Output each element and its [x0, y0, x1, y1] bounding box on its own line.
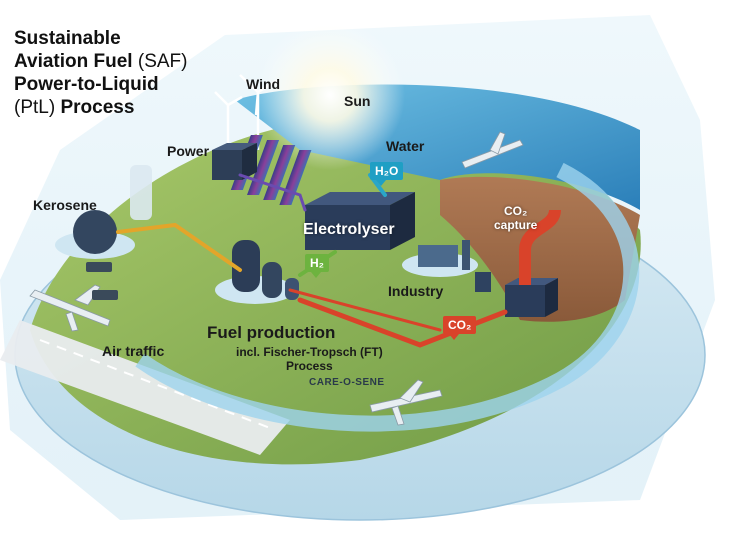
tanker-truck [86, 262, 112, 272]
electrolyser-unit [305, 192, 415, 250]
tanker-truck [92, 290, 118, 300]
label-fuel-production: Fuel production [207, 323, 336, 342]
label-ft-process: incl. Fischer-Tropsch (FT) Process [236, 345, 383, 373]
co2-capture-unit [505, 208, 561, 317]
label-sun: Sun [344, 93, 371, 109]
label-power: Power [167, 143, 210, 159]
tag-h2: H₂ [305, 254, 329, 278]
airplane-icon-runway [29, 284, 111, 332]
title-line-3: Power-to-Liquid [14, 74, 159, 95]
flight-path [135, 162, 640, 432]
title-line-2: Aviation Fuel (SAF) [14, 51, 188, 72]
title-line-4: (PtL) Process [14, 97, 135, 118]
label-care-o-sene: CARE-O-SENE [309, 377, 385, 388]
label-air-traffic: Air traffic [102, 343, 165, 359]
label-water: Water [386, 138, 425, 154]
label-industry: Industry [388, 283, 444, 299]
label-kerosene: Kerosene [33, 197, 97, 213]
label-electrolyser: Electrolyser [303, 221, 395, 238]
runway [0, 320, 290, 455]
industry-plant [402, 240, 491, 292]
power-station [212, 143, 257, 180]
airplane-icon-sky [461, 131, 524, 169]
kerosene-tank [55, 165, 152, 259]
airplane-icon-path [369, 379, 443, 426]
sun-icon [255, 20, 405, 170]
cliff [440, 176, 640, 322]
title-line-1: Sustainable [14, 28, 121, 49]
label-co2-capture: CO₂ capture [494, 204, 538, 232]
tag-co2: CO₂ [443, 316, 477, 340]
tag-h2o: H₂O [370, 162, 404, 186]
label-wind: Wind [246, 76, 281, 92]
title-block: Sustainable Aviation Fuel (SAF) Power-to… [14, 27, 187, 119]
